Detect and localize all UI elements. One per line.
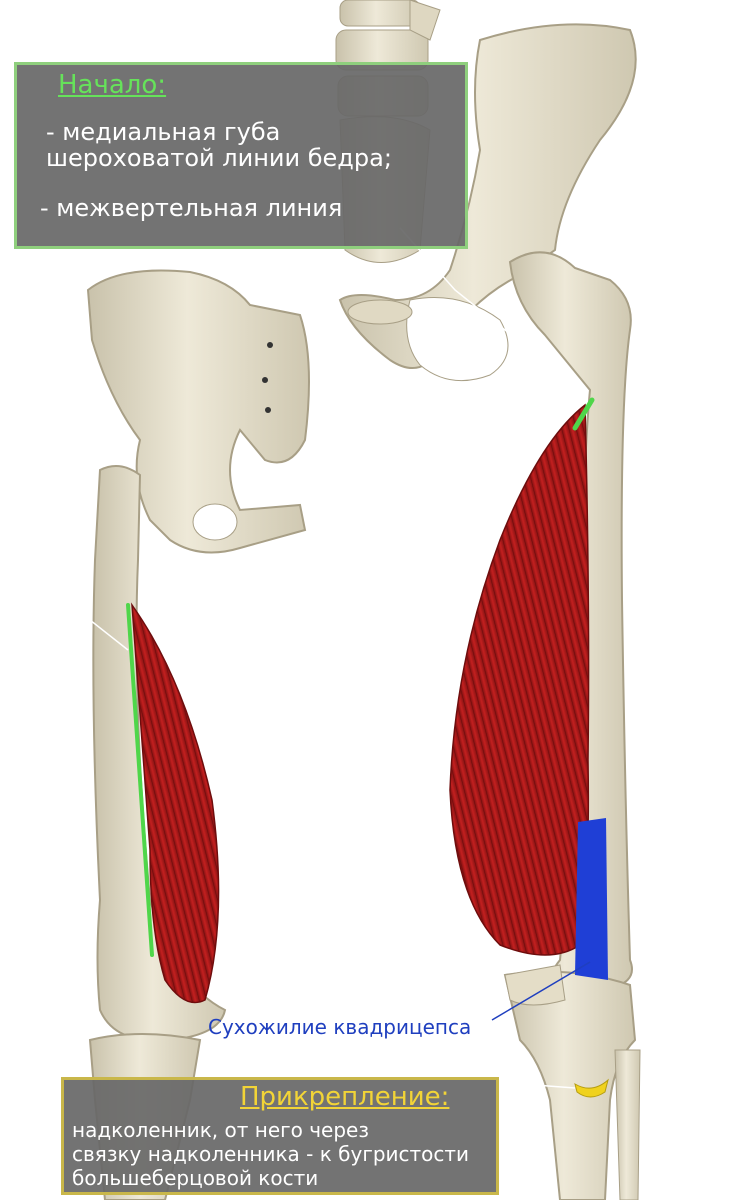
insertion-line-2: связку надколенника - к бугристости: [72, 1142, 470, 1166]
right-muscle: [449, 403, 590, 956]
right-tibia: [503, 964, 641, 1200]
right-pelvis: [338, 23, 637, 382]
quadriceps-tendon-marker: [575, 818, 608, 980]
left-origin-marker: [126, 603, 154, 957]
insertion-title: Прикрепление:: [240, 1082, 450, 1112]
tibial-tuberosity-marker: [574, 1078, 609, 1098]
origin-line-3: - межвертельная линия: [40, 194, 343, 222]
right-origin-marker: [572, 397, 595, 431]
tendon-label: Сухожилие квадрицепса: [208, 1015, 472, 1039]
origin-label-box: [14, 62, 468, 249]
left-pelvis: [86, 269, 310, 554]
origin-title: Начало:: [58, 70, 167, 100]
origin-line-2: шероховатой линии бедра;: [46, 144, 392, 172]
left-muscle: [131, 602, 220, 1004]
patella: [504, 964, 566, 1006]
insertion-line-3: большеберцовой кости: [72, 1166, 319, 1190]
origin-line-1: - медиальная губа: [46, 118, 281, 146]
insertion-line-1: надколенник, от него через: [72, 1118, 369, 1142]
insertion-label-box: [61, 1077, 499, 1195]
